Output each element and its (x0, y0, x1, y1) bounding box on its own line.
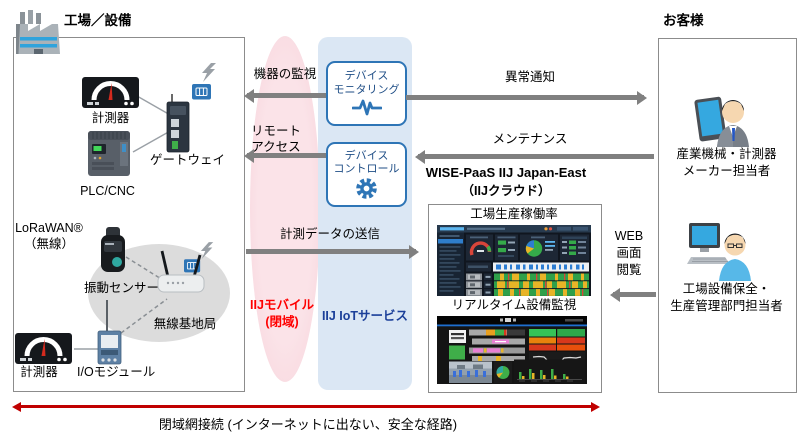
abnormality-notice-label: 異常通知 (504, 70, 555, 84)
gateway-label: ゲートウェイ (150, 153, 226, 167)
customer-person1-label-line1: 産業機械・計測器 (676, 147, 777, 161)
plc-icon (88, 131, 130, 176)
iij-mobile-label-line1: IIJモバイル (250, 298, 314, 312)
remote-access-label-line2: アクセス (251, 140, 301, 154)
equipment-monitoring-arrow (244, 88, 326, 103)
device-control-line2: コントロール (333, 163, 400, 175)
cloud-title-line2: （IIJクラウド） (461, 184, 551, 198)
equipment-monitoring-label: 機器の監視 (253, 67, 317, 81)
web-view-label-line2: 画面 (616, 246, 642, 260)
factory-utilization-dashboard-screenshot (437, 225, 591, 296)
web-view-label-line3: 閲覧 (616, 263, 642, 277)
device-control-line1: デバイス (344, 149, 389, 162)
abnormality-notice-arrow (406, 90, 647, 105)
vibration-sensor-label: 振動センサー (84, 281, 160, 295)
maintenance-arrow (415, 149, 654, 164)
vibration-sensor-icon (101, 227, 125, 272)
cloud-title-line1: WISE-PaaS IIJ Japan-East (425, 165, 587, 180)
gauge-icon (82, 77, 139, 108)
device-control-box: デバイス コントロール (326, 142, 407, 207)
data-transmission-label: 計測データの送信 (279, 227, 380, 241)
web-view-arrow (610, 287, 656, 302)
sim-card-icon (192, 84, 211, 100)
dashboard1-label: 工場生産稼働率 (470, 207, 558, 221)
person-pc-icon (687, 223, 751, 281)
device-monitoring-line1: デバイス (344, 70, 389, 82)
gateway-icon (166, 94, 190, 153)
lightning-icon (202, 63, 216, 82)
lorawan-label-line1: LoRaWAN® (15, 221, 83, 235)
lorawan-label-line2: （無線） (23, 237, 74, 251)
web-view-label-line1: WEB (614, 229, 644, 243)
customer-person2-label-line2: 生産管理部門担当者 (670, 299, 783, 313)
customer-group-box (658, 38, 797, 393)
gear-icon (356, 177, 377, 199)
io-module-icon (97, 300, 122, 365)
customer-title: お客様 (663, 13, 704, 28)
base-station-label: 無線基地局 (153, 317, 217, 331)
maintenance-label: メンテナンス (492, 132, 568, 146)
lightning-icon (200, 242, 214, 259)
realtime-monitoring-dashboard-screenshot (437, 316, 587, 384)
remote-access-arrow (244, 148, 326, 163)
io-module-label: I/Oモジュール (77, 365, 156, 379)
device-monitoring-box: デバイス モニタリング (326, 61, 407, 126)
iij-iot-service-label: IIJ IoTサービス (321, 309, 409, 323)
meter-top-label: 計測器 (91, 111, 130, 125)
iij-mobile-label-line2: (閉域) (265, 315, 299, 329)
factory-group-box (13, 37, 245, 392)
customer-person1-label-line2: メーカー担当者 (682, 164, 771, 178)
plc-label: PLC/CNC (80, 184, 135, 198)
remote-access-label-line1: リモート (250, 124, 301, 138)
gauge-icon (15, 333, 72, 364)
device-monitoring-line2: モニタリング (333, 83, 400, 96)
data-transmission-arrow (246, 244, 419, 259)
closed-network-caption: 閉域網接続 (インターネットに出ない、安全な経路) (158, 417, 458, 432)
factory-title: 工場／設備 (64, 13, 132, 28)
meter-bottom-label: 計測器 (20, 365, 58, 379)
factory-icon (16, 10, 60, 54)
dashboard2-label: リアルタイム設備監視 (451, 298, 577, 312)
base-station-icon (157, 250, 205, 293)
pulse-icon (351, 99, 382, 116)
customer-person2-label-line1: 工場設備保全・ (682, 282, 771, 296)
closed-network-span-arrow (12, 401, 600, 412)
person-tablet-icon (694, 96, 749, 147)
